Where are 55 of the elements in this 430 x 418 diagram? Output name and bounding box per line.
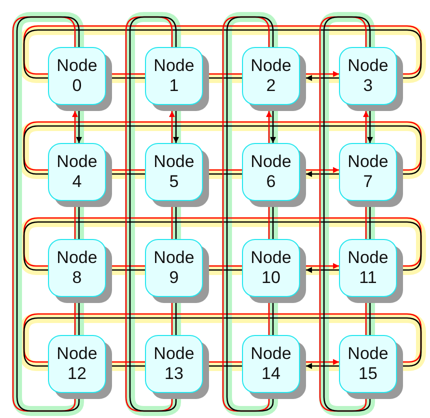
node-label: Node 15	[347, 344, 389, 384]
connector	[365, 303, 367, 335]
connector	[112, 265, 145, 267]
connector	[209, 269, 242, 271]
connector	[306, 359, 339, 365]
connector	[209, 169, 242, 171]
connector	[272, 303, 274, 335]
connector	[268, 303, 270, 335]
node-label: Node 5	[153, 152, 195, 192]
connector	[209, 361, 242, 363]
node-label: Node 6	[250, 152, 292, 192]
connector	[74, 207, 76, 239]
node-label: Node 8	[56, 248, 98, 288]
connector	[209, 73, 242, 75]
connector	[369, 303, 371, 335]
connector	[369, 207, 371, 239]
node-label: Node 2	[250, 56, 292, 96]
connector	[209, 265, 242, 267]
connector	[306, 71, 339, 77]
node-label: Node 0	[56, 56, 98, 96]
connector	[112, 173, 145, 175]
connector	[363, 111, 369, 143]
connector	[306, 167, 339, 173]
connector	[306, 263, 339, 269]
connector	[209, 77, 242, 79]
connector	[365, 207, 367, 239]
connector	[112, 169, 145, 171]
connector	[209, 365, 242, 367]
connector	[112, 269, 145, 271]
node-label: Node 4	[56, 152, 98, 192]
connector	[175, 207, 177, 239]
connector	[175, 303, 177, 335]
connector	[171, 303, 173, 335]
connector	[169, 111, 175, 143]
node-label: Node 9	[153, 248, 195, 288]
node-label: Node 7	[347, 152, 389, 192]
node-label: Node 1	[153, 56, 195, 96]
connector	[78, 207, 80, 239]
node-label: Node 3	[347, 56, 389, 96]
node-label: Node 12	[56, 344, 98, 384]
connector	[268, 207, 270, 239]
connector	[112, 365, 145, 367]
connector	[209, 173, 242, 175]
connector	[266, 111, 272, 143]
connector	[112, 73, 145, 75]
node-label: Node 13	[153, 344, 195, 384]
node-label: Node 11	[347, 248, 389, 288]
connector	[72, 111, 78, 143]
node-label: Node 10	[250, 248, 292, 288]
connector	[74, 303, 76, 335]
connector	[272, 207, 274, 239]
connector	[78, 303, 80, 335]
connector	[112, 361, 145, 363]
connector	[171, 207, 173, 239]
node-label: Node 14	[250, 344, 292, 384]
